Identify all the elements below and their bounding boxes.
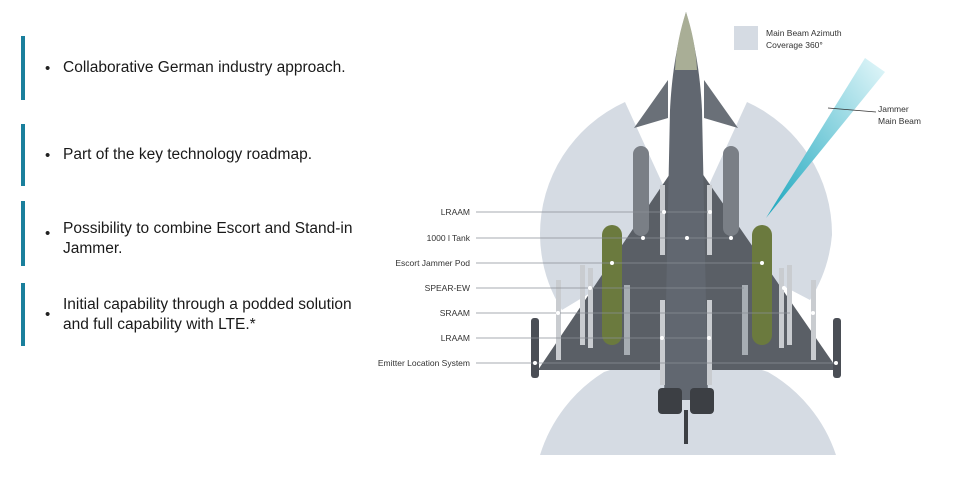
bullet-glyph: • (45, 59, 51, 77)
bullet-item-3: • Possibility to combine Escort and Stan… (21, 201, 381, 266)
bullet-item-4: • Initial capability through a podded so… (21, 283, 381, 346)
store-leader-dots (533, 210, 838, 365)
bullet-item-1: • Collaborative German industry approach… (21, 36, 381, 100)
bullet-glyph: • (45, 225, 51, 242)
bullet-glyph: • (45, 306, 51, 323)
store-label-jammer-pod: Escort Jammer Pod (395, 258, 470, 268)
coverage-legend-line-2: Coverage 360° (766, 40, 823, 50)
coverage-sector-rear-right (686, 345, 836, 455)
jammer-main-beam (766, 58, 885, 218)
bullet-glyph: • (45, 146, 51, 164)
coverage-sector-front-left (539, 102, 686, 310)
jammer-leader-line (827, 107, 877, 113)
store-label-lraam-lower: LRAAM (440, 333, 470, 343)
store-label-emitter-location: Emitter Location System (377, 358, 470, 368)
bullet-item-2: • Part of the key technology roadmap. (21, 124, 381, 186)
jammer-label-line-1: Jammer (878, 104, 909, 114)
bullet-text: Collaborative German industry approach. (63, 59, 346, 76)
store-label-sraam: SRAAM (439, 308, 470, 318)
store-label-spear-ew: SPEAR-EW (424, 283, 470, 293)
coverage-sector-rear-left (540, 345, 686, 455)
store-label-tank: 1000 l Tank (426, 233, 470, 243)
jammer-beam-label: Jammer Main Beam (878, 103, 921, 127)
coverage-legend-line-1: Main Beam Azimuth (766, 28, 842, 38)
jammer-label-line-2: Main Beam (878, 116, 921, 126)
bullet-text: Possibility to combine Escort and Stand-… (63, 220, 353, 257)
aircraft-silhouette (531, 12, 841, 444)
bullet-text: Initial capability through a podded solu… (63, 296, 352, 333)
bullet-text: Part of the key technology roadmap. (63, 146, 313, 163)
store-leader-lines (476, 211, 836, 364)
coverage-legend-label: Main Beam Azimuth Coverage 360° (766, 27, 842, 51)
coverage-legend-swatch (734, 26, 758, 50)
store-label-lraam-upper: LRAAM (440, 207, 470, 217)
